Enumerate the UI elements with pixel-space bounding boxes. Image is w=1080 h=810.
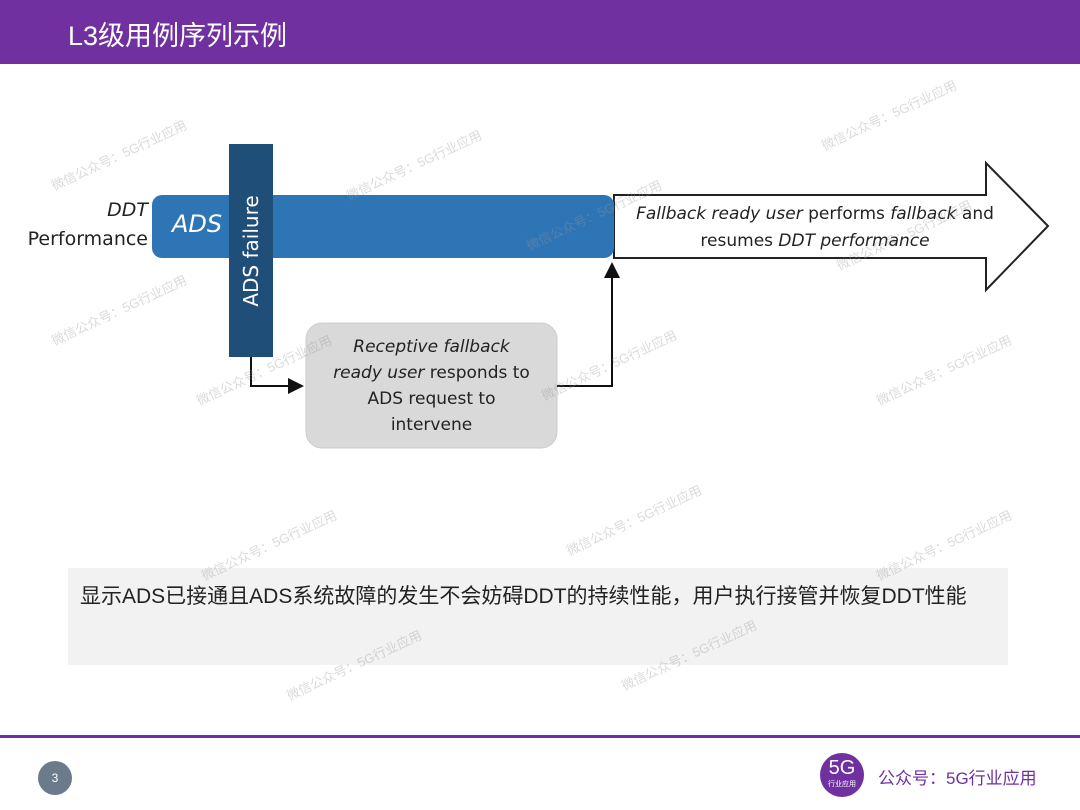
logo-small-text: 行业应用 — [828, 781, 856, 788]
arrow-text-1b: performs — [802, 204, 891, 224]
5g-logo-icon: 5G 行业应用 — [820, 753, 864, 797]
summary-text: 显示ADS已接通且ADS系统故障的发生不会妨碍DDT的持续性能，用户执行接管并恢… — [80, 585, 967, 608]
ddt-label: DDT — [107, 199, 148, 221]
arrow-text-2a: resumes — [700, 231, 779, 251]
header-bar — [0, 0, 1080, 64]
ddt-performance-label: DDT Performance — [28, 196, 148, 254]
performance-label: Performance — [27, 228, 148, 250]
gray-text-3: ADS request to — [367, 389, 496, 409]
page-title: L3级用例序列示例 — [68, 21, 288, 51]
ads-failure-bar: ADS failure — [229, 144, 273, 357]
page-number: 3 — [38, 761, 72, 795]
gray-text-2b: responds to — [424, 363, 530, 383]
failure-bar — [229, 144, 273, 357]
ads-failure-label: ADS failure — [239, 194, 263, 307]
arrow-text-1d: and — [956, 204, 994, 224]
brand-text: 公众号：5G行业应用 — [878, 769, 1037, 788]
footer-divider — [0, 735, 1080, 738]
arrow-text-2b: DDT performance — [778, 231, 930, 251]
arrow-text: Fallback ready user performs fallback an… — [620, 201, 1010, 255]
arrow-text-1c: fallback — [890, 204, 957, 224]
arrow-text-1a: Fallback ready user — [636, 204, 803, 224]
gray-text-1: Receptive fallback — [353, 337, 510, 357]
summary-box: 显示ADS已接通且ADS系统故障的发生不会妨碍DDT的持续性能，用户执行接管并恢… — [68, 568, 1008, 665]
gray-text-4: intervene — [390, 415, 473, 435]
gray-box-text: Receptive fallback ready user responds t… — [306, 334, 557, 438]
gray-text-2a: ready user — [333, 363, 425, 383]
fallback-arrow-shape — [613, 160, 1050, 293]
connector-to-gray-box — [250, 357, 304, 394]
logo-big-text: 5G — [828, 757, 856, 779]
connector-to-arrow — [557, 262, 620, 387]
sequence-diagram — [152, 144, 1050, 449]
ads-label: ADS — [172, 210, 223, 238]
